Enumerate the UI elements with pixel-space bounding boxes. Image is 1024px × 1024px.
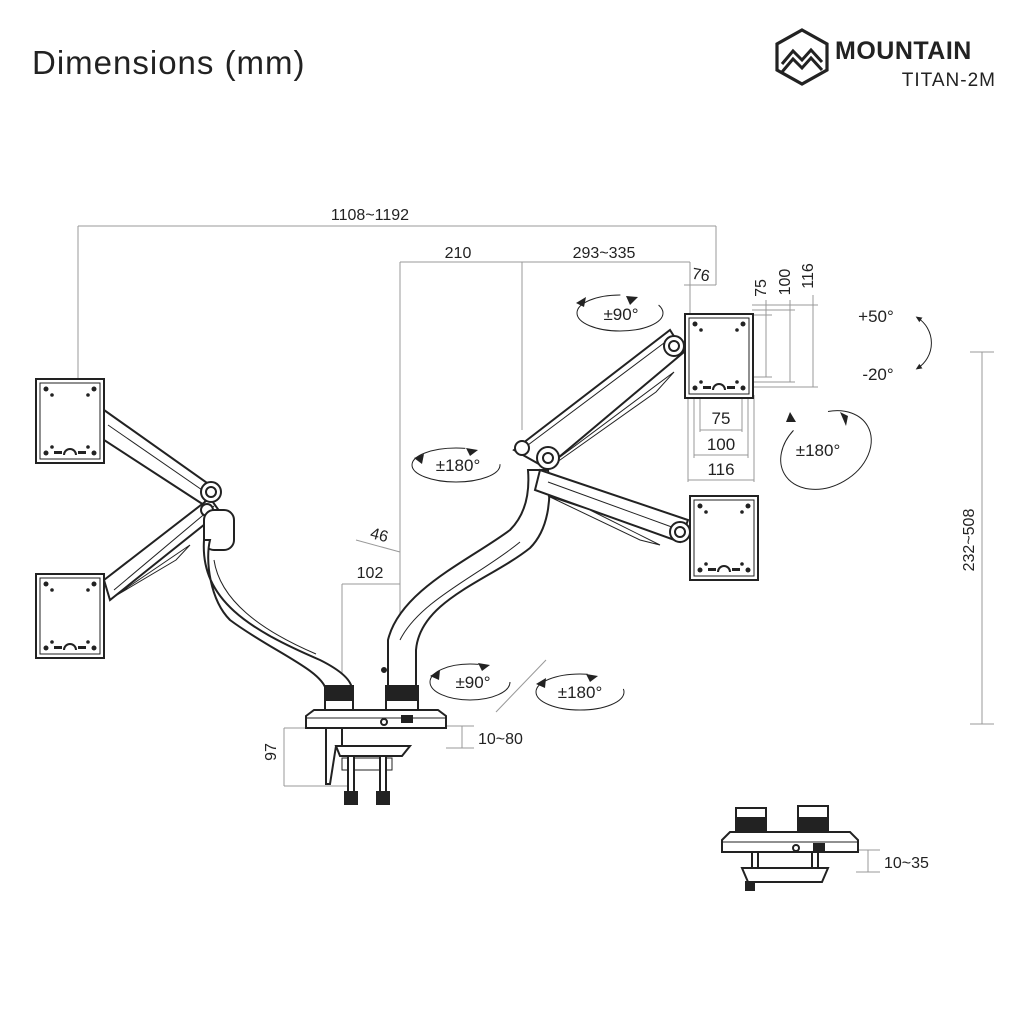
model-name: TITAN-2M bbox=[901, 70, 996, 91]
dim-pole-offset: 46 bbox=[368, 525, 390, 546]
dim-head-offset: 76 bbox=[691, 266, 712, 286]
page-title: Dimensions (mm) bbox=[32, 44, 306, 81]
left-vesa-bottom bbox=[35, 573, 105, 659]
dim-clamp-height: 97 bbox=[263, 743, 280, 761]
dim-height-range: 232~508 bbox=[961, 509, 978, 572]
rotation-arcs bbox=[411, 294, 932, 711]
rot-tilt-down: -20° bbox=[862, 365, 893, 384]
left-pole bbox=[202, 539, 354, 713]
dim-grommet-range: 10~35 bbox=[884, 855, 929, 872]
dim-vesa-100-h: 100 bbox=[707, 435, 735, 454]
desk-base bbox=[305, 709, 447, 729]
rot-base-swivel-a: ±90° bbox=[455, 673, 490, 692]
dim-total-span: 1108~1192 bbox=[331, 207, 409, 224]
dim-pole-spacing: 102 bbox=[357, 565, 384, 582]
right-vesa-bottom bbox=[689, 495, 759, 581]
right-vesa-top bbox=[684, 313, 754, 399]
dimension-lines bbox=[77, 225, 994, 873]
rot-head-swivel: ±90° bbox=[603, 305, 638, 324]
dim-clamp-range: 10~80 bbox=[478, 731, 523, 748]
left-vesa-top bbox=[35, 378, 105, 464]
rot-elbow-swivel: ±180° bbox=[436, 456, 481, 475]
mountain-logo-icon bbox=[775, 28, 829, 86]
dim-vesa-100-v: 100 bbox=[777, 269, 794, 296]
dim-base-to-joint: 210 bbox=[445, 245, 472, 262]
dim-vesa-75-v: 75 bbox=[753, 279, 770, 297]
dim-second-arm: 293~335 bbox=[573, 245, 636, 262]
grommet-detail bbox=[721, 805, 859, 891]
right-lower-arm bbox=[514, 440, 691, 546]
dim-vesa-75-h: 75 bbox=[712, 409, 731, 428]
rot-base-swivel-b: ±180° bbox=[558, 683, 603, 702]
dim-vesa-116-h: 116 bbox=[707, 460, 734, 479]
dim-vesa-116-v: 116 bbox=[800, 263, 817, 289]
brand-block: MOUNTAIN TITAN-2M bbox=[773, 24, 998, 94]
rotation-arrowheads bbox=[414, 296, 848, 688]
brand-name: MOUNTAIN bbox=[835, 37, 972, 65]
left-arm-ghost bbox=[102, 408, 235, 602]
desk-clamp bbox=[325, 727, 413, 805]
rot-screen-rotation: ±180° bbox=[796, 441, 841, 460]
rot-tilt-up: +50° bbox=[858, 307, 894, 326]
